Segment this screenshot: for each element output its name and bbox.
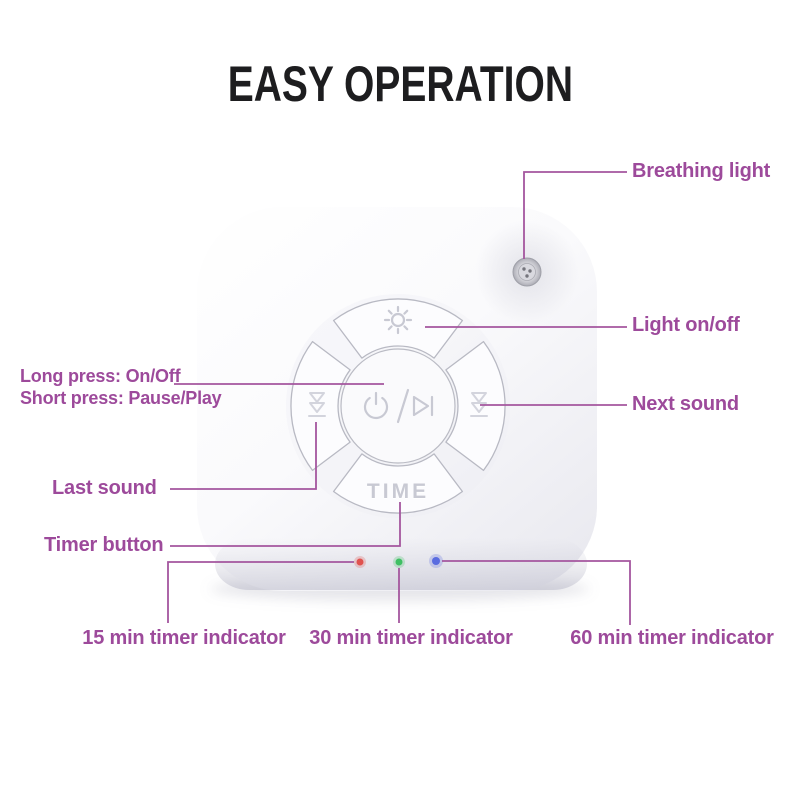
next-sound-icon [470,392,488,417]
callout-15min [167,561,354,623]
callout-60min [442,560,631,625]
label-last-sound: Last sound [52,477,157,499]
callout-breathing-light [523,171,627,259]
control-pad: TIME TIME [286,294,510,518]
label-long-press-line2: Short press: Pause/Play [20,388,222,408]
callout-last-sound [170,422,317,490]
time-label-emboss: TIME [367,481,429,504]
time-label: TIME [367,480,429,503]
led-30min-green [395,558,403,566]
callout-timer-button [170,502,401,547]
label-timer-button: Timer button [44,534,164,556]
previous-sound-icon [308,392,326,417]
led-60min-blue [432,557,440,565]
label-60min-indicator: 60 min timer indicator [570,627,774,649]
label-light-onoff: Light on/off [632,314,740,336]
timer-indicator-leds [354,554,443,568]
led-15min-red [356,558,364,566]
label-30min-indicator: 30 min timer indicator [309,627,513,649]
timer-button [332,453,464,514]
label-next-sound: Next sound [632,393,739,415]
sun-icon [383,305,413,335]
label-long-press-line1: Long press: On/Off [20,366,181,386]
label-long-press: Long press: On/Off Short press: Pause/Pl… [20,365,222,409]
breathing-light-icon [512,257,542,287]
page-title-text: EASY OPERATION [227,56,573,112]
label-15min-indicator: 15 min timer indicator [82,627,286,649]
page-title: EASY OPERATION [0,55,800,113]
callout-lines [167,171,631,625]
label-breathing-light: Breathing light [632,160,771,182]
power-play-pause-icon [363,388,434,424]
power-play-button [340,348,456,464]
